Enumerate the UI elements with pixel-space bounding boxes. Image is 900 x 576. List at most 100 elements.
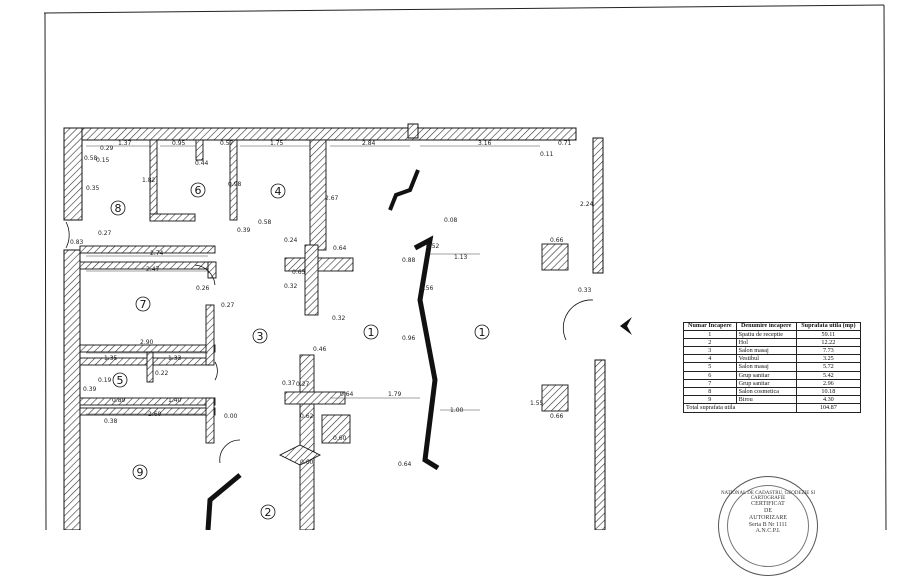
dim-label: 0.27 — [221, 302, 235, 309]
dim-label: 0.27 — [296, 381, 310, 388]
legend-name: Grup sanitar — [735, 378, 797, 389]
dim-label: 2.74 — [150, 250, 164, 257]
dim-label: 2.67 — [325, 195, 339, 202]
dim-label: 2.60 — [148, 411, 162, 418]
dim-label: 0.64 — [333, 245, 347, 252]
room-area-legend: Numar Incapere Denumire incapere Suprafa… — [683, 322, 862, 413]
room-markers: 8 6 4 7 3 1 1 5 9 2 — [110, 182, 490, 520]
dim-label: 0.19 — [98, 377, 112, 384]
dim-label: 0.64 — [398, 461, 412, 468]
dim-label: 3.16 — [478, 140, 492, 147]
legend-num: 2 — [683, 337, 737, 348]
dimension-labels: 1.37 0.95 0.57 1.75 2.84 3.16 0.71 0.58 … — [70, 140, 594, 468]
dim-label: 0.98 — [228, 181, 242, 188]
dim-label: 0.44 — [195, 160, 209, 167]
frame-right — [883, 4, 887, 530]
room-1-marker-a: 1 — [368, 326, 375, 339]
dim-label: 2.90 — [140, 339, 154, 346]
doors — [65, 221, 594, 464]
diagonal-partition — [388, 169, 420, 211]
legend-num: 4 — [683, 354, 737, 364]
room-7-marker: 5 — [117, 374, 124, 387]
dim-label: 0.66 — [550, 237, 564, 244]
dim-label: 0.27 — [98, 230, 112, 237]
legend-area: 59.11 — [795, 329, 862, 339]
dim-label: 0.26 — [196, 285, 210, 292]
dim-label: 0.89 — [112, 397, 126, 404]
dim-label: 0.52 — [426, 243, 440, 250]
legend-area: 10.18 — [795, 387, 862, 397]
dim-label: 0.71 — [558, 140, 572, 147]
legend-name: Salon cosmetica — [735, 387, 797, 397]
exterior-walls — [63, 123, 606, 530]
room9-wall — [205, 473, 242, 530]
legend-num: 9 — [683, 395, 737, 405]
stamp-line2: DE — [764, 508, 772, 514]
room-5-marker: 8 — [115, 202, 122, 215]
room-8-marker: 9 — [137, 466, 144, 479]
dim-label: 0.62 — [300, 413, 314, 420]
legend-total-value: 104.87 — [795, 403, 862, 413]
dim-label: 1.00 — [450, 407, 464, 414]
legend-name: Grup sanitar — [735, 370, 797, 380]
dim-label: 2.24 — [580, 201, 594, 208]
dim-label: 0.60 — [333, 435, 347, 442]
entrance-arrow — [620, 317, 632, 335]
stamp-line5: A.N.C.P.I. — [755, 528, 781, 534]
legend-num: 8 — [683, 387, 737, 397]
dim-label: 0.15 — [96, 157, 110, 164]
legend-area: 5.42 — [795, 370, 862, 380]
dim-label: 0.33 — [578, 287, 592, 294]
legend-total-row: Total suprafata utila 104.87 — [683, 403, 862, 413]
dim-label: 0.46 — [313, 346, 327, 353]
legend-header-number: Numar Incapere — [683, 322, 737, 331]
dim-label: 1.40 — [168, 397, 182, 404]
legend-header-area: Suprafata utila (mp) — [795, 322, 862, 331]
dim-label: 2.84 — [362, 140, 376, 147]
legend-name: Hol — [735, 337, 797, 348]
legend-num: 6 — [683, 370, 737, 380]
dim-label: 1.75 — [270, 140, 284, 147]
stamp-line4: Seria B Nr 1111 — [748, 522, 788, 528]
legend-header-row: Numar Incapere Denumire incapere Suprafa… — [683, 322, 862, 331]
legend-area: 3.25 — [795, 354, 862, 364]
room-1-marker-b: 1 — [479, 326, 486, 339]
stamp-line1: CERTIFICAT — [751, 501, 785, 507]
room-2-marker: 3 — [257, 330, 264, 343]
dim-label: 0.58 — [258, 219, 272, 226]
dim-label: 1.79 — [388, 391, 402, 398]
dim-label: 0.57 — [220, 140, 234, 147]
room-3-marker: 4 — [275, 185, 282, 198]
legend-area: 12.22 — [795, 337, 862, 348]
dim-label: 1.55 — [530, 400, 544, 407]
dim-label: 0.88 — [402, 257, 416, 264]
dim-label: 0.83 — [70, 239, 84, 246]
dim-label: 0.64 — [340, 391, 354, 398]
room-4-marker: 6 — [195, 184, 202, 197]
legend-num: 7 — [683, 378, 737, 389]
legend-header-name: Denumire incapere — [735, 322, 797, 331]
stamp-ring-text: NATIONAL DE CADASTRU, GEODEZIE SI CARTOG… — [720, 491, 816, 501]
dim-label: 0.29 — [100, 145, 114, 152]
dim-label: 0.22 — [155, 370, 169, 377]
dim-label: 0.39 — [83, 386, 97, 393]
room-6-marker: 7 — [140, 298, 147, 311]
legend-name: Salon masaj — [735, 362, 797, 372]
interior-walls — [79, 139, 569, 530]
floor-plan: 8 6 4 7 3 1 1 5 9 2 1.37 0.95 0.57 1.75 … — [43, 4, 887, 530]
dim-label: 0.60 — [300, 459, 314, 466]
authorization-stamp: NATIONAL DE CADASTRU, GEODEZIE SI CARTOG… — [718, 476, 818, 576]
dim-label: 0.11 — [540, 151, 554, 158]
dim-label: 0.66 — [550, 413, 564, 420]
frame-left — [44, 12, 47, 530]
legend-area: 4.30 — [795, 395, 862, 405]
stamp-line3: AUTORIZARE — [748, 515, 788, 521]
dim-label: 0.00 — [224, 413, 238, 420]
dim-label: 0.38 — [104, 418, 118, 425]
